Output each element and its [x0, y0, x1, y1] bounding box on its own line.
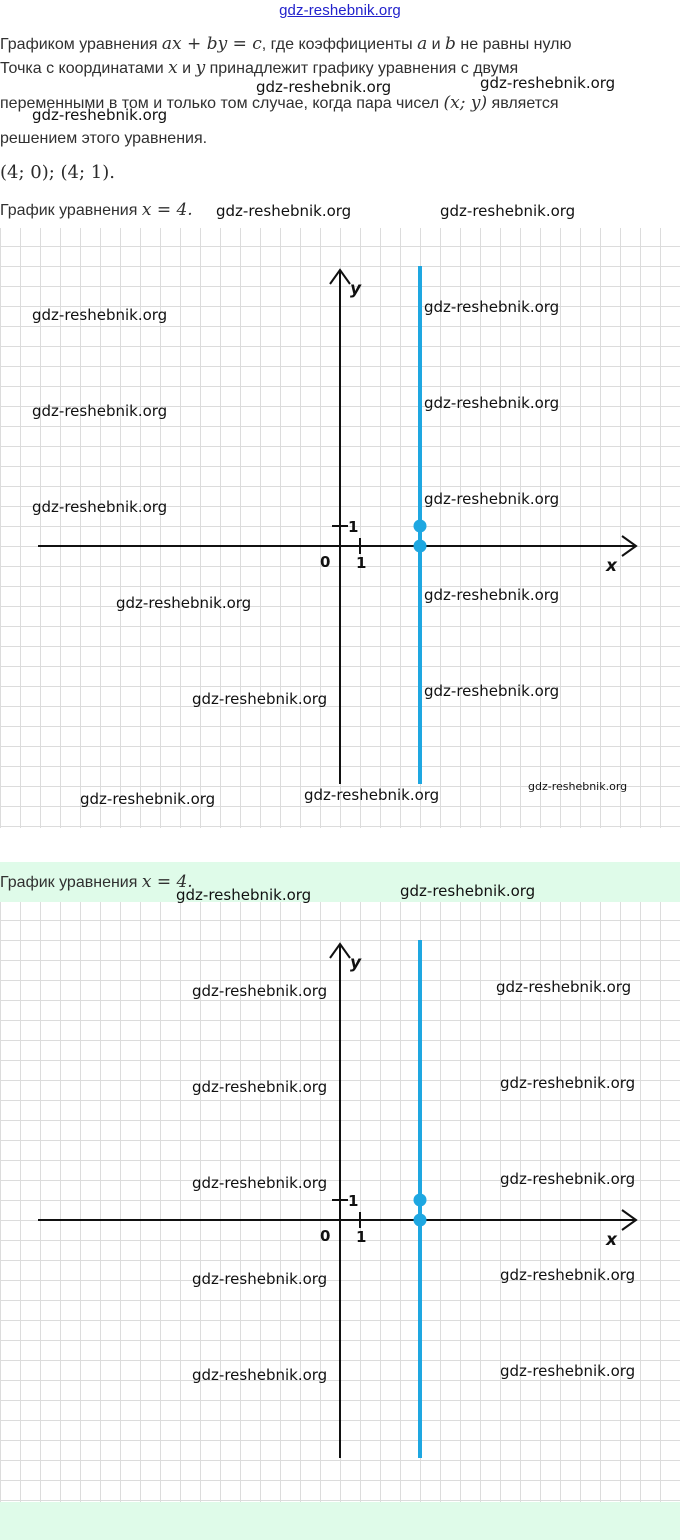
caption-2-equation: x = 4.: [141, 872, 193, 892]
watermark: gdz-reshebnik.org: [500, 1170, 636, 1188]
watermark: gdz-reshebnik.org: [116, 594, 252, 612]
site-link[interactable]: gdz-reshebnik.org: [279, 2, 401, 19]
watermark: gdz-reshebnik.org: [304, 786, 440, 804]
caption-2: График уравнения x = 4.: [0, 872, 193, 892]
x-tick-label: 1: [356, 554, 366, 572]
watermark: gdz-reshebnik.org: [192, 690, 328, 708]
y-tick-label: 1: [348, 1192, 358, 1210]
text-line-3-b: является: [487, 95, 559, 112]
text-line-1-c: не равны нулю: [455, 36, 572, 53]
watermark: gdz-reshebnik.org: [192, 1270, 328, 1288]
x-axis-arrow: [621, 1209, 638, 1231]
text-line-1-b: , где коэффициенты: [261, 36, 418, 53]
text-line-1-a: Графиком уравнения: [0, 36, 162, 53]
watermark: gdz-reshebnik.org: [400, 882, 536, 900]
y-axis-arrow: [329, 942, 351, 959]
text-line-2-a: Точка с координатами: [0, 60, 169, 77]
watermark: gdz-reshebnik.org: [424, 298, 560, 316]
point-4-0: [413, 1213, 427, 1227]
text-and-1: и: [427, 36, 446, 53]
equation-general: ax + by = c: [161, 34, 262, 54]
watermark: gdz-reshebnik.org: [216, 202, 352, 220]
y-axis-label: y: [350, 953, 362, 973]
watermark: gdz-reshebnik.org: [176, 886, 312, 904]
x-axis-label: x: [605, 556, 618, 576]
watermark: gdz-reshebnik.org: [32, 106, 168, 124]
text-line-2: Точка с координатами x и y принадлежит г…: [0, 58, 518, 79]
watermark: gdz-reshebnik.org: [528, 780, 628, 793]
caption-2-band: [0, 862, 680, 902]
watermark: gdz-reshebnik.org: [192, 1366, 328, 1384]
var-b: b: [445, 34, 456, 54]
watermark: gdz-reshebnik.org: [32, 498, 168, 516]
x-axis-label: x: [605, 1230, 618, 1250]
point-4-0: [413, 539, 427, 553]
x-axis-arrow: [621, 535, 638, 557]
watermark: gdz-reshebnik.org: [32, 306, 168, 324]
point-4-1: [413, 519, 427, 533]
caption-1: График уравнения x = 4.: [0, 200, 193, 220]
caption-1-equation: x = 4.: [141, 200, 193, 220]
text-and-2: и: [177, 60, 196, 77]
caption-1-label: График уравнения: [0, 202, 142, 219]
watermark: gdz-reshebnik.org: [424, 394, 560, 412]
watermark: gdz-reshebnik.org: [192, 1078, 328, 1096]
watermark: gdz-reshebnik.org: [424, 586, 560, 604]
watermark: gdz-reshebnik.org: [192, 1174, 328, 1192]
caption-2-label: График уравнения: [0, 874, 142, 891]
watermark: gdz-reshebnik.org: [500, 1074, 636, 1092]
var-y: y: [195, 58, 206, 78]
y-tick-label: 1: [348, 518, 358, 536]
watermark: gdz-reshebnik.org: [440, 202, 576, 220]
watermark: gdz-reshebnik.org: [500, 1362, 636, 1380]
points-text: (4; 0); (4; 1).: [0, 162, 115, 183]
text-line-2-b: принадлежит графику уравнения с двумя: [205, 60, 519, 77]
y-axis-arrow: [329, 268, 351, 285]
watermark: gdz-reshebnik.org: [424, 682, 560, 700]
watermark: gdz-reshebnik.org: [480, 74, 616, 92]
watermark: gdz-reshebnik.org: [496, 978, 632, 996]
y-axis-label: y: [350, 279, 362, 299]
var-x: x: [168, 58, 178, 78]
bottom-band: [0, 1502, 680, 1540]
point-4-1: [413, 1193, 427, 1207]
text-line-3: переменными в том и только том случае, к…: [0, 93, 559, 114]
watermark: gdz-reshebnik.org: [80, 790, 216, 808]
watermark: gdz-reshebnik.org: [424, 490, 560, 508]
pair-xy: (x; y): [443, 93, 488, 113]
watermark: gdz-reshebnik.org: [32, 402, 168, 420]
text-line-4: решением этого уравнения.: [0, 130, 208, 147]
x-tick-label: 1: [356, 1228, 366, 1246]
origin-label: 0: [320, 1227, 330, 1245]
watermark: gdz-reshebnik.org: [500, 1266, 636, 1284]
text-line-1: Графиком уравнения ax + by = c, где коэф…: [0, 34, 571, 55]
text-line-3-a: переменными в том и только том случае, к…: [0, 95, 444, 112]
origin-label: 0: [320, 553, 330, 571]
watermark: gdz-reshebnik.org: [192, 982, 328, 1000]
var-a: a: [417, 34, 428, 54]
watermark: gdz-reshebnik.org: [256, 78, 392, 96]
